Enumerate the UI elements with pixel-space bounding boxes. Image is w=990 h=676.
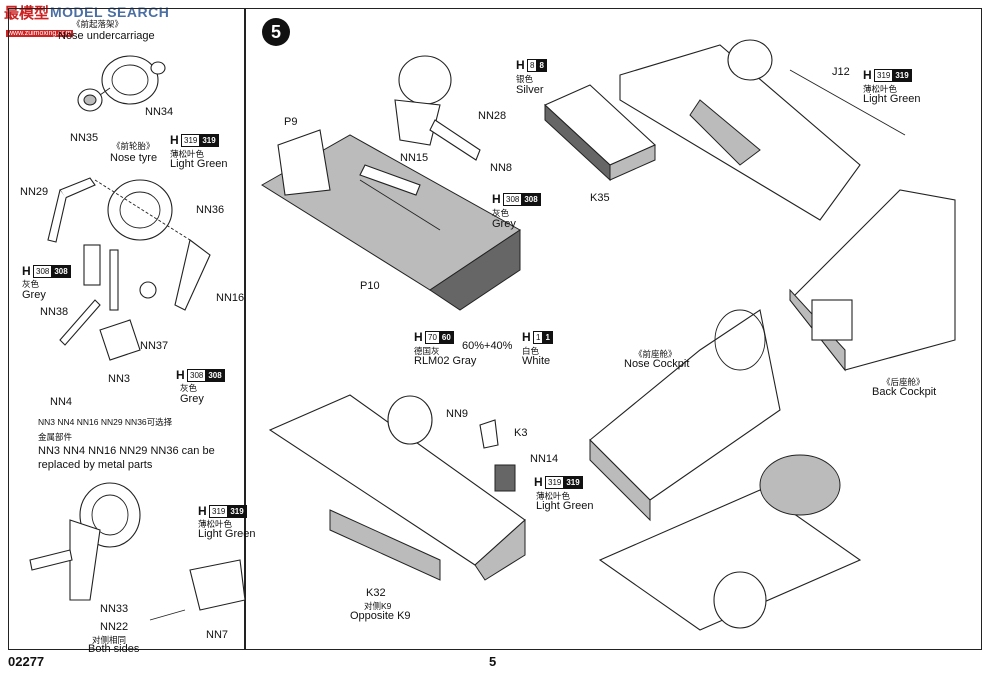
both-sides-en: Both sides bbox=[88, 643, 140, 655]
label-nn28: NN28 bbox=[478, 110, 507, 122]
nose-undercarriage-title-cn: 《前起落架》 bbox=[72, 19, 124, 29]
panel-divider bbox=[244, 8, 246, 650]
page-number: 5 bbox=[489, 654, 497, 669]
color-cn-319-nn14: 薄松叶色 bbox=[536, 491, 571, 501]
label-nn8: NN8 bbox=[490, 162, 513, 174]
label-nn38: NN38 bbox=[40, 306, 69, 318]
top-right-assembly-drawing bbox=[619, 39, 906, 221]
nose-strut-drawing bbox=[359, 55, 481, 196]
label-k32: K32 bbox=[366, 587, 386, 599]
watermark-url: www.zuimoxing.com bbox=[6, 30, 74, 37]
color-h-319-nn14: H bbox=[534, 475, 543, 489]
mix-ratio: 60%+40% bbox=[462, 340, 513, 352]
nose-tyre-drawing bbox=[77, 55, 166, 112]
opposite-k9-en: Opposite K9 bbox=[350, 610, 411, 622]
label-k35: K35 bbox=[590, 192, 610, 204]
color-cn-308-right: 灰色 bbox=[180, 383, 198, 393]
nose-leg-assembled-drawing bbox=[29, 482, 246, 621]
color-h-308-right: H bbox=[176, 368, 185, 382]
color-h-308-left: H bbox=[22, 264, 31, 278]
back-cockpit-cn: 《后座舱》 bbox=[882, 377, 925, 387]
color-en-rlm02: RLM02 Gray bbox=[414, 355, 477, 367]
watermark-logo-cn: 最模型 bbox=[4, 5, 50, 22]
label-nn22: NN22 bbox=[100, 621, 129, 633]
color-en-silver: Silver bbox=[516, 84, 544, 96]
color-cn-319-bottom: 薄松叶色 bbox=[198, 519, 233, 529]
label-nn7: NN7 bbox=[206, 629, 229, 641]
color-cn-silver: 银色 bbox=[516, 74, 534, 84]
label-k3: K3 bbox=[514, 427, 528, 439]
label-nn29: NN29 bbox=[20, 186, 49, 198]
nose-tyre-cn: 《前轮胎》 bbox=[112, 141, 155, 151]
color-h-silver: H bbox=[516, 58, 525, 72]
color-en-319-j12: Light Green bbox=[863, 93, 921, 105]
color-h-white: H bbox=[522, 330, 531, 344]
page-frame bbox=[8, 8, 982, 650]
metal-note-cn-2: 金属部件 bbox=[38, 432, 73, 442]
back-cockpit-drawing bbox=[789, 189, 956, 372]
label-nn3: NN3 bbox=[108, 373, 131, 385]
color-cn-319-j12: 薄松叶色 bbox=[863, 84, 898, 94]
opposite-k9-cn: 对侧K9 bbox=[364, 601, 392, 611]
label-nn36: NN36 bbox=[196, 204, 225, 216]
color-en-308-right: Grey bbox=[180, 393, 204, 405]
label-nn37: NN37 bbox=[140, 340, 169, 352]
label-nn14: NN14 bbox=[530, 453, 559, 465]
label-j12: J12 bbox=[832, 66, 850, 78]
both-sides-cn: 对侧相同 bbox=[92, 635, 127, 645]
label-nn4: NN4 bbox=[50, 396, 73, 408]
label-p10: P10 bbox=[360, 280, 380, 292]
nose-cockpit-cn: 《前座舱》 bbox=[634, 349, 677, 359]
label-p9: P9 bbox=[284, 116, 298, 128]
nose-tyre-en: Nose tyre bbox=[110, 152, 158, 164]
nose-leg-drawing bbox=[47, 177, 211, 361]
color-en-319-nn14: Light Green bbox=[536, 500, 594, 512]
color-h-319-top: H bbox=[170, 133, 179, 147]
color-h-319-j12: H bbox=[863, 68, 872, 82]
silver-part-k35-drawing bbox=[544, 84, 656, 182]
color-en-308-left: Grey bbox=[22, 289, 46, 301]
color-cn-rlm02: 德国灰 bbox=[414, 346, 440, 356]
label-nn34: NN34 bbox=[145, 106, 174, 118]
color-en-308-step: Grey bbox=[492, 218, 516, 230]
color-cn-319-top: 薄松叶色 bbox=[170, 149, 205, 159]
color-en-319-bottom: Light Green bbox=[198, 528, 256, 540]
color-cn-308-left: 灰色 bbox=[22, 279, 40, 289]
color-h-319-bottom: H bbox=[198, 504, 207, 518]
metal-note-cn-1: NN3 NN4 NN16 NN29 NN36可选择 bbox=[38, 417, 173, 427]
metal-note-en-1: NN3 NN4 NN16 NN29 NN36 can be bbox=[38, 445, 215, 457]
label-nn16: NN16 bbox=[216, 292, 245, 304]
label-nn9: NN9 bbox=[446, 408, 469, 420]
lower-tub-drawing bbox=[268, 394, 526, 581]
color-h-308-step: H bbox=[492, 192, 501, 206]
nose-cockpit-en: Nose Cockpit bbox=[624, 358, 690, 370]
color-en-white: White bbox=[522, 355, 551, 367]
label-nn33: NN33 bbox=[100, 603, 129, 615]
metal-note-en-2: replaced by metal parts bbox=[38, 459, 153, 471]
color-en-319-top: Light Green bbox=[170, 158, 228, 170]
color-h-rlm02: H bbox=[414, 330, 423, 344]
label-nn15: NN15 bbox=[400, 152, 429, 164]
tub-p10-drawing bbox=[261, 129, 521, 311]
step-number: 5 bbox=[262, 18, 290, 46]
back-cockpit-en: Back Cockpit bbox=[872, 386, 937, 398]
kit-number: 02277 bbox=[8, 654, 45, 669]
color-cn-308-step: 灰色 bbox=[492, 208, 510, 218]
label-nn35: NN35 bbox=[70, 132, 99, 144]
nose-undercarriage-title-en: Nose undercarriage bbox=[58, 30, 155, 42]
color-cn-white: 白色 bbox=[522, 346, 540, 356]
nose-cockpit-drawing bbox=[589, 309, 862, 631]
